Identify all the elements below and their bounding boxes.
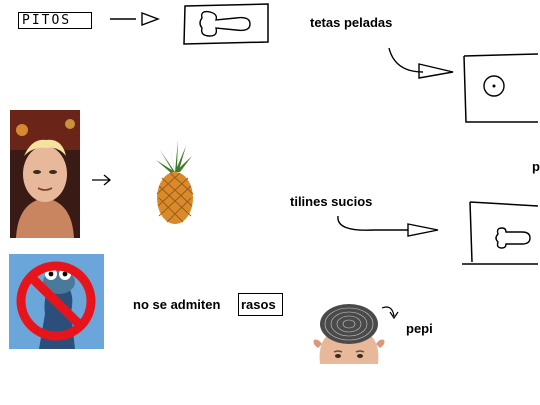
prohibition-icon	[9, 254, 104, 349]
tetas-peladas-label: tetas peladas	[310, 15, 393, 30]
arrow-5-icon	[381, 306, 399, 320]
pineapple-icon	[156, 140, 194, 224]
arrow-3-icon	[92, 174, 112, 186]
pitos-text: PITOS	[22, 13, 72, 28]
tilines-sucios-label: tilines sucios	[290, 194, 373, 209]
pitos-label: PITOS	[18, 12, 92, 29]
pepi-label: pepi	[406, 321, 433, 336]
no-se-admiten-label: no se admiten	[133, 297, 221, 312]
bald-head-photo	[313, 304, 385, 364]
doodle-box-top	[183, 3, 269, 45]
man-photo	[10, 110, 80, 238]
doodle-box-circle	[463, 53, 539, 123]
arrow-1-icon	[110, 11, 160, 27]
doodle-box-bottom	[462, 201, 539, 265]
rasos-box: rasos	[238, 293, 283, 316]
arrow-4-icon	[337, 215, 439, 237]
edge-letter: p	[532, 159, 540, 174]
arrow-2-icon	[388, 47, 454, 79]
